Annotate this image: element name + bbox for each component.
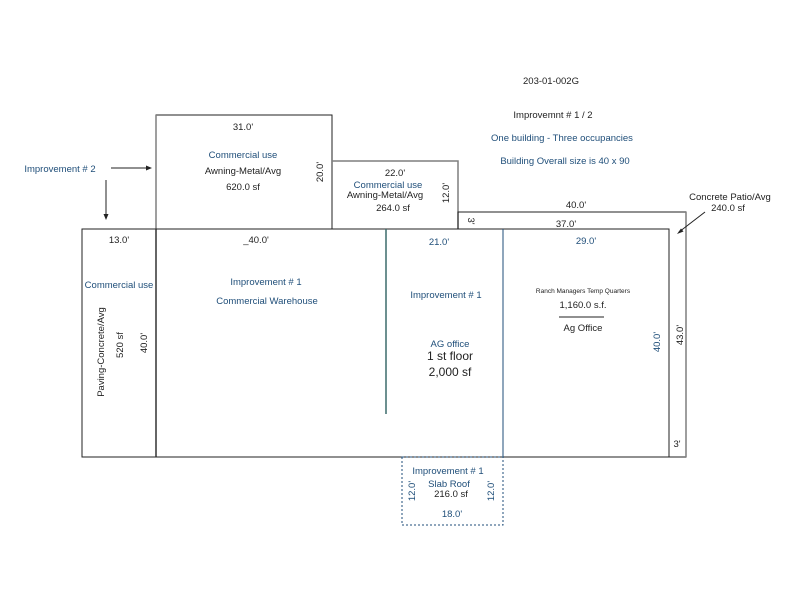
quarters-width: 29.0' <box>576 236 596 247</box>
warehouse-improvement: Improvement # 1 <box>230 277 301 288</box>
arrow-down-icon <box>103 180 109 220</box>
awning-2-height: 12.0' <box>441 183 452 203</box>
parcel-id: 203-01-002G <box>523 76 579 87</box>
quarters-use: Ag Office <box>564 323 603 334</box>
quarters-area: 1,160.0 s.f. <box>559 300 606 311</box>
paving-width: 13.0' <box>109 235 129 246</box>
slab-left-dim: 12.0' <box>407 481 418 501</box>
awning-2-area: 264.0 sf <box>376 203 410 214</box>
paving-area: 520 sf <box>115 332 126 358</box>
paving-height: 40.0' <box>139 333 150 353</box>
awning-1-area: 620.0 sf <box>226 182 260 193</box>
improvement-title: Improvemnt # 1 / 2 <box>513 110 592 121</box>
warehouse-type: Commercial Warehouse <box>216 296 318 307</box>
patio-right-side: 3' <box>673 439 680 450</box>
improvement-2-label: Improvement # 2 <box>24 164 95 175</box>
occupancy-note: One building - Three occupancies <box>491 133 633 144</box>
slab-improvement: Improvement # 1 <box>412 466 483 477</box>
patio-outer-width: 40.0' <box>566 200 586 211</box>
awning-2-width: 22.0' <box>385 168 405 179</box>
quarters-name: Ranch Managers Temp Quarters <box>536 288 631 295</box>
ag-office-width: 21.0' <box>429 237 449 248</box>
awning-1-use: Commercial use <box>209 150 278 161</box>
patio-pointer-icon <box>677 211 706 234</box>
warehouse-width: _40.0' <box>242 235 269 246</box>
main-building-outline <box>155 228 670 458</box>
slab-width: 18.0' <box>442 509 462 520</box>
patio-left-side: 3' <box>465 217 476 224</box>
slab-right-dim: 12.0' <box>486 481 497 501</box>
quarters-height: 40.0' <box>652 332 663 352</box>
slab-area: 216.0 sf <box>434 489 468 500</box>
overall-size-note: Building Overall size is 40 x 90 <box>500 156 629 167</box>
ag-office-floor: 1 st floor <box>427 349 473 363</box>
awning-1-height: 20.0' <box>315 162 326 182</box>
patio-label: Concrete Patio/Avg <box>689 192 771 203</box>
awning-2-outline <box>332 160 459 229</box>
awning-1-width: 31.0' <box>233 122 253 133</box>
slab-outline <box>401 456 504 526</box>
awning-1-material: Awning-Metal/Avg <box>205 166 281 177</box>
patio-height: 43.0' <box>675 325 686 345</box>
paving-material: Paving-Concrete/Avg <box>96 307 107 397</box>
patio-inner-width: 37.0' <box>556 219 576 230</box>
awning-2-use: Commercial use <box>354 180 423 191</box>
paving-use: Commercial use <box>85 280 154 291</box>
ag-office-improvement: Improvement # 1 <box>410 290 481 301</box>
slab-type: Slab Roof <box>428 479 470 490</box>
ag-office-name: AG office <box>431 339 470 350</box>
patio-area: 240.0 sf <box>711 203 745 214</box>
arrow-right-icon <box>111 165 152 171</box>
ag-office-area: 2,000 sf <box>429 365 472 379</box>
awning-2-material: Awning-Metal/Avg <box>347 190 423 201</box>
